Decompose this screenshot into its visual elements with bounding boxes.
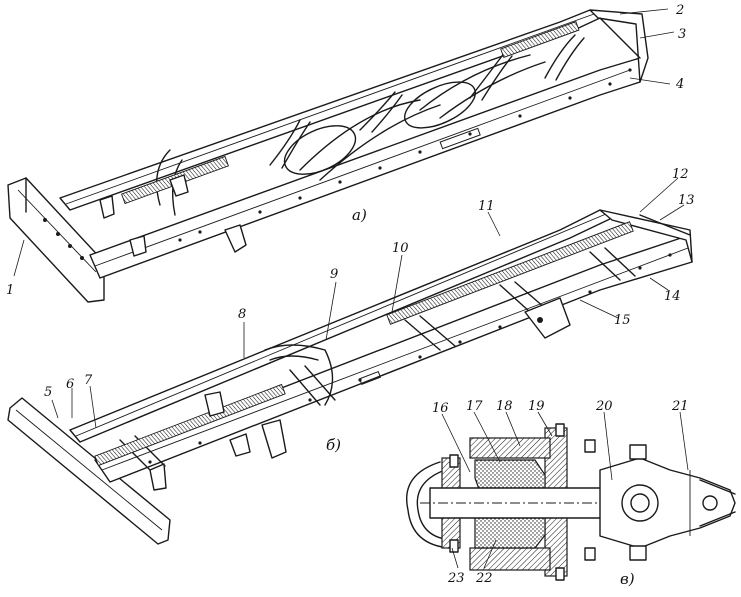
callout-17: 17 [466, 399, 483, 414]
callout-13: 13 [678, 193, 695, 208]
callout-19: 19 [528, 399, 545, 414]
callout-20: 20 [595, 399, 613, 414]
callout-6: 6 [66, 377, 74, 392]
callout-14: 14 [664, 289, 681, 304]
callout-11: 11 [478, 199, 495, 214]
callout-21: 21 [671, 399, 689, 414]
callout-16: 16 [432, 401, 449, 416]
callout-22: 22 [475, 571, 493, 586]
callout-3: 3 [678, 27, 686, 42]
sublabel-a: а) [352, 206, 367, 224]
callout-labels: 1 2 3 4 5 6 7 8 9 10 11 12 13 14 15 16 1… [6, 3, 695, 586]
tow-hitch-section-drawing [406, 423, 736, 581]
frame-b-drawing [7, 209, 693, 545]
callout-12: 12 [672, 167, 689, 182]
leader-lines [13, 8, 689, 569]
callout-2: 2 [675, 3, 684, 18]
sublabel-c: в) [620, 570, 635, 588]
callout-9: 9 [330, 267, 338, 282]
callout-8: 8 [238, 307, 246, 322]
callout-5: 5 [44, 385, 52, 400]
callout-4: 4 [675, 77, 684, 92]
callout-15: 15 [614, 313, 631, 328]
sublabels: а) б) в) [326, 206, 635, 588]
callout-23: 23 [447, 571, 465, 586]
callout-18: 18 [496, 399, 513, 414]
frame-a-drawing [7, 9, 649, 303]
callout-7: 7 [84, 373, 93, 388]
sublabel-b: б) [326, 436, 341, 454]
callout-1: 1 [6, 283, 14, 298]
callout-10: 10 [392, 241, 409, 256]
